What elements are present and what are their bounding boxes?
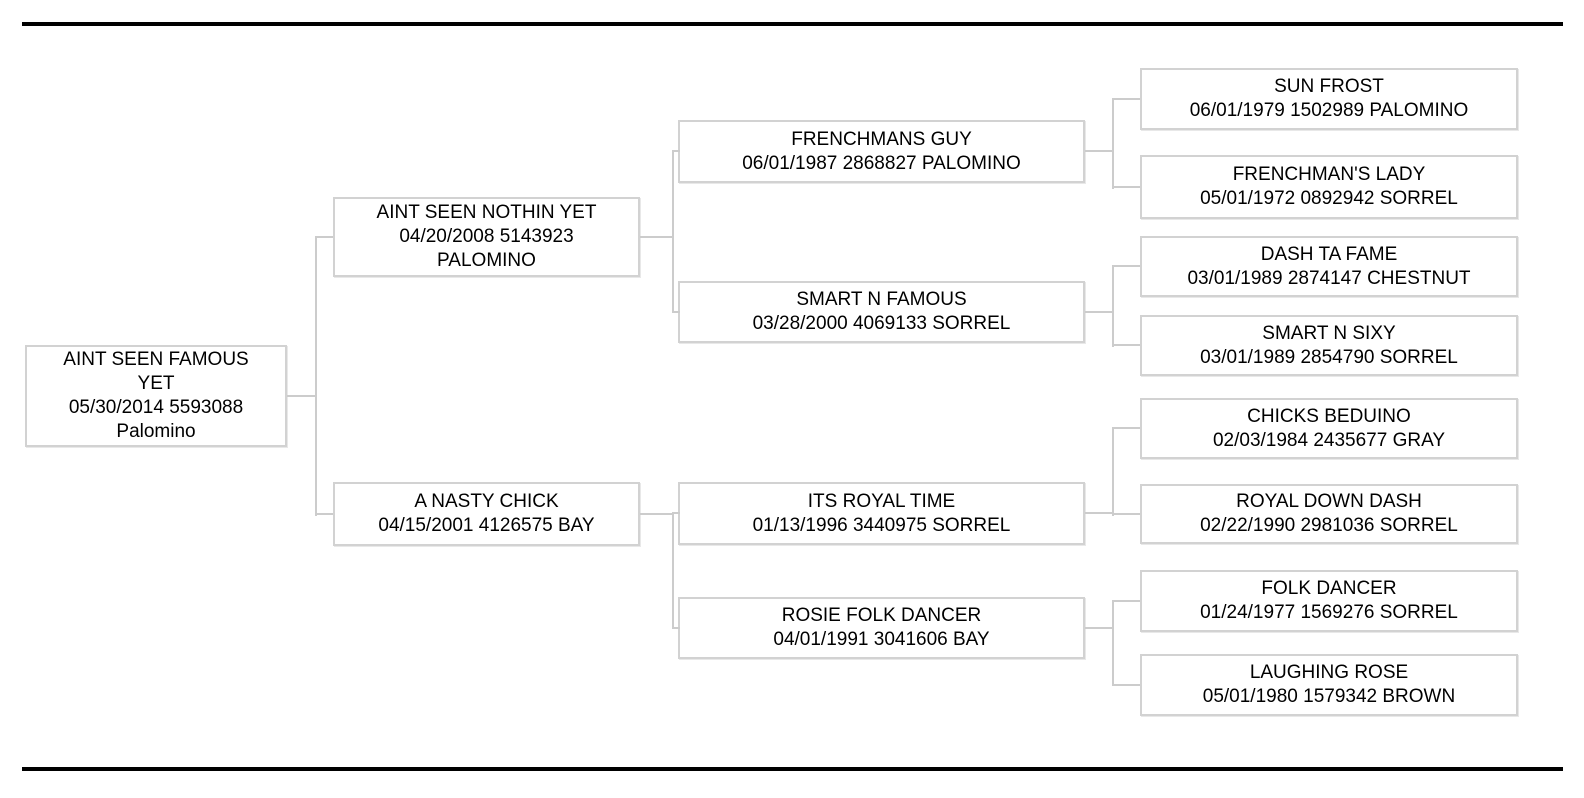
pedigree-connector xyxy=(1112,265,1140,267)
pedigree-connector xyxy=(672,627,680,629)
pedigree-connector xyxy=(1112,600,1114,686)
pedigree-node-sire-sire-sire: SUN FROST 06/01/1979 1502989 PALOMINO xyxy=(1140,68,1518,130)
horse-name-line: ITS ROYAL TIME xyxy=(807,490,956,512)
pedigree-connector xyxy=(672,150,680,152)
horse-name-line: FOLK DANCER xyxy=(1261,578,1397,599)
pedigree-connector xyxy=(672,512,674,629)
horse-name-line: YET xyxy=(137,373,175,394)
horse-info-line: 04/20/2008 5143923 xyxy=(399,226,574,247)
horse-info-line: 02/22/1990 2981036 SORREL xyxy=(1200,515,1458,536)
top-rule xyxy=(22,22,1563,26)
pedigree-connector xyxy=(672,150,674,313)
pedigree-connector xyxy=(1112,344,1140,346)
horse-info-line: 05/01/1972 0892942 SORREL xyxy=(1200,188,1458,209)
pedigree-connector xyxy=(1112,684,1140,686)
horse-color-line: Palomino xyxy=(116,421,196,442)
horse-name-line: A NASTY CHICK xyxy=(414,491,559,512)
horse-info-line: 04/15/2001 4126575 BAY xyxy=(378,515,595,536)
horse-info-line: 06/01/1987 2868827 PALOMINO xyxy=(742,152,1021,174)
bottom-rule xyxy=(22,767,1563,771)
horse-info-line: 03/01/1989 2854790 SORREL xyxy=(1200,346,1458,368)
pedigree-connector xyxy=(1112,265,1114,347)
horse-color-line: PALOMINO xyxy=(437,250,536,271)
horse-name-line: DASH TA FAME xyxy=(1260,243,1398,265)
pedigree-node-dam-sire-sire: CHICKS BEDUINO 02/03/1984 2435677 GRAY xyxy=(1140,398,1518,459)
horse-name-line: SMART N SIXY xyxy=(1262,322,1396,344)
horse-name-line: CHICKS BEDUINO xyxy=(1247,405,1411,427)
pedigree-node-sire-dam-sire: DASH TA FAME 03/01/1989 2874147 CHESTNUT xyxy=(1140,236,1518,297)
horse-info-line: 02/03/1984 2435677 GRAY xyxy=(1212,429,1446,451)
pedigree-node-dam: A NASTY CHICK 04/15/2001 4126575 BAY xyxy=(333,482,640,546)
pedigree-connector xyxy=(1112,513,1140,515)
horse-name-line: AINT SEEN NOTHIN YET xyxy=(376,202,597,223)
pedigree-node-sire-sire: FRENCHMANS GUY 06/01/1987 2868827 PALOMI… xyxy=(678,120,1085,183)
horse-name-line: ROYAL DOWN DASH xyxy=(1236,491,1422,512)
pedigree-connector xyxy=(1112,600,1140,602)
horse-info-line: 03/01/1989 2874147 CHESTNUT xyxy=(1187,267,1471,289)
pedigree-node-dam-dam-dam: LAUGHING ROSE 05/01/1980 1579342 BROWN xyxy=(1140,654,1518,716)
horse-name-line: AINT SEEN FAMOUS xyxy=(63,349,249,370)
horse-name-line: FRENCHMAN'S LADY xyxy=(1232,164,1426,185)
pedigree-connector xyxy=(315,236,333,238)
pedigree-connector xyxy=(672,512,680,514)
pedigree-connector xyxy=(672,311,680,313)
horse-name-line: SUN FROST xyxy=(1274,76,1384,97)
horse-info-line: 04/01/1991 3041606 BAY xyxy=(773,629,990,650)
pedigree-node-sire-dam-dam: SMART N SIXY 03/01/1989 2854790 SORREL xyxy=(1140,315,1518,376)
horse-info-line: 01/24/1977 1569276 SORREL xyxy=(1200,602,1458,623)
pedigree-node-subject: AINT SEEN FAMOUS YET 05/30/2014 5593088 … xyxy=(25,345,287,447)
pedigree-node-sire-dam: SMART N FAMOUS 03/28/2000 4069133 SORREL xyxy=(678,281,1085,343)
pedigree-node-dam-dam-sire: FOLK DANCER 01/24/1977 1569276 SORREL xyxy=(1140,570,1518,632)
pedigree-connector xyxy=(315,513,333,515)
horse-info-line: 03/28/2000 4069133 SORREL xyxy=(752,313,1011,334)
pedigree-connector xyxy=(640,236,674,238)
pedigree-connector xyxy=(1112,98,1140,100)
pedigree-connector xyxy=(1085,311,1114,313)
horse-name-line: SMART N FAMOUS xyxy=(796,289,967,310)
pedigree-node-dam-sire: ITS ROYAL TIME 01/13/1996 3440975 SORREL xyxy=(678,482,1085,545)
pedigree-connector xyxy=(1112,427,1114,516)
horse-info-line: 06/01/1979 1502989 PALOMINO xyxy=(1189,100,1469,121)
pedigree-connector xyxy=(1085,627,1114,629)
pedigree-connector xyxy=(1085,150,1114,152)
pedigree-node-sire: AINT SEEN NOTHIN YET 04/20/2008 5143923 … xyxy=(333,197,640,277)
pedigree-node-sire-sire-dam: FRENCHMAN'S LADY 05/01/1972 0892942 SORR… xyxy=(1140,155,1518,219)
pedigree-connector xyxy=(315,236,317,516)
pedigree-connector xyxy=(1112,427,1140,429)
horse-info-line: 05/30/2014 5593088 xyxy=(68,397,244,418)
pedigree-connector xyxy=(1112,98,1114,189)
pedigree-connector xyxy=(640,513,674,515)
pedigree-connector xyxy=(287,395,317,397)
horse-name-line: LAUGHING ROSE xyxy=(1249,662,1409,683)
horse-info-line: 01/13/1996 3440975 SORREL xyxy=(752,514,1011,536)
pedigree-connector xyxy=(1085,512,1114,514)
horse-info-line: 05/01/1980 1579342 BROWN xyxy=(1202,686,1456,707)
pedigree-node-dam-sire-dam: ROYAL DOWN DASH 02/22/1990 2981036 SORRE… xyxy=(1140,484,1518,544)
pedigree-node-dam-dam: ROSIE FOLK DANCER 04/01/1991 3041606 BAY xyxy=(678,597,1085,659)
horse-name-line: ROSIE FOLK DANCER xyxy=(781,605,982,626)
pedigree-connector xyxy=(1112,186,1140,188)
horse-name-line: FRENCHMANS GUY xyxy=(791,128,972,150)
